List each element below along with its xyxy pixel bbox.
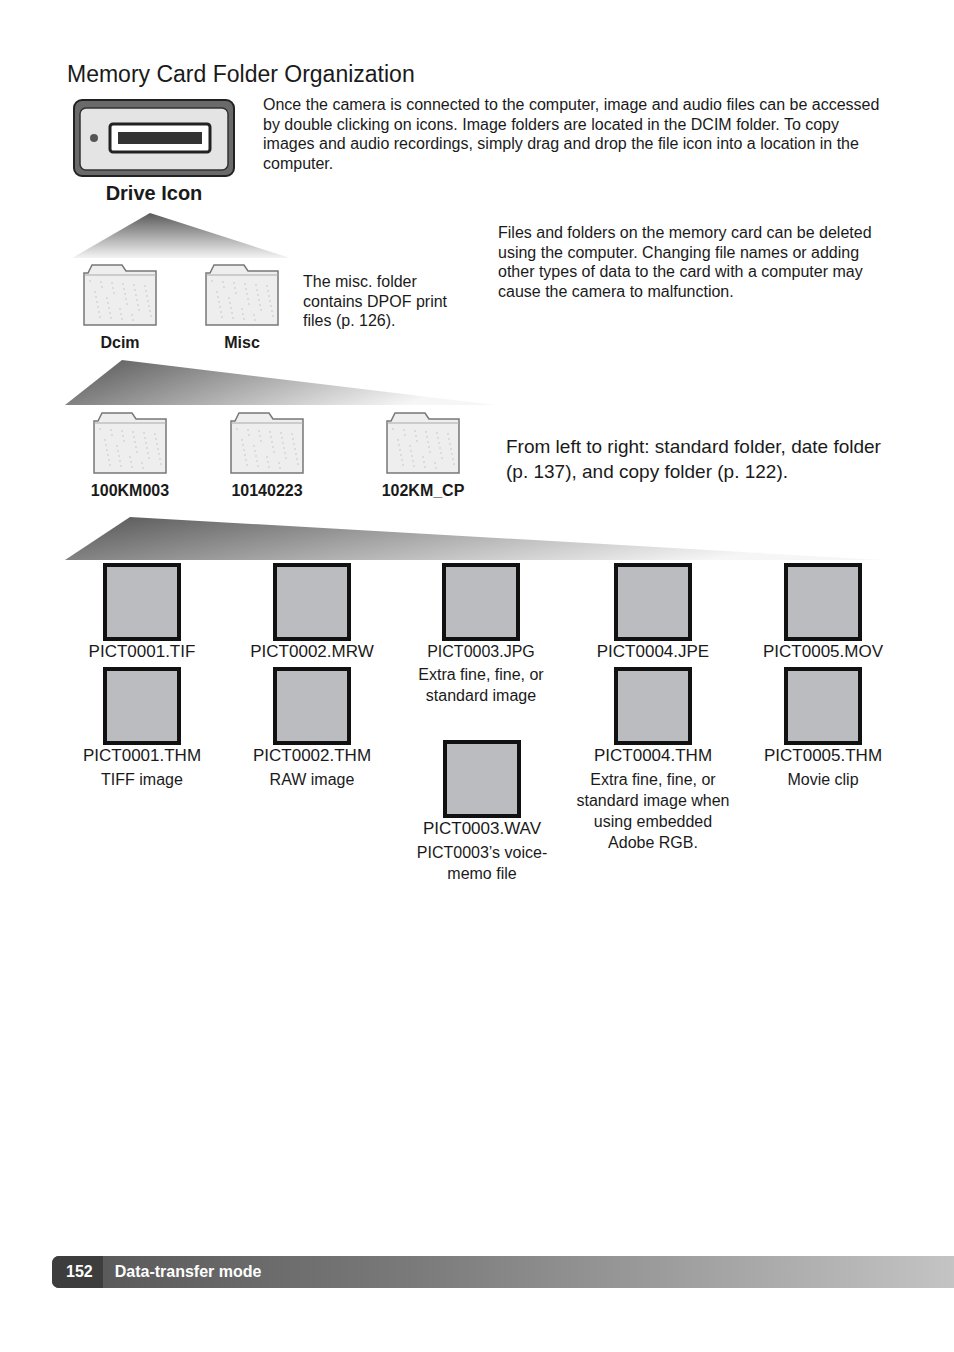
folder-icon [92,411,168,475]
drive-node: Drive Icon [59,98,249,205]
folder-node: Misc [187,263,297,352]
page-number: 152 [52,1256,103,1288]
file-name: PICT0001.THM [62,746,222,766]
thumb-node: PICT0001.THM TIFF image [62,667,222,790]
thumb-node: PICT0003.WAV PICT0003’s voice-memo file [402,740,562,884]
thumb-node: PICT0004.THM Extra fine, fine, or standar… [571,667,736,853]
file-thumbnail [273,667,351,745]
folder-node: Dcim [65,263,175,352]
file-description: RAW image [232,769,392,790]
file-thumbnail [443,740,521,818]
folder-icon [385,411,461,475]
file-name: PICT0004.THM [571,746,736,766]
file-description: Extra fine, fine, or standard image [401,664,561,706]
file-description: TIFF image [62,769,222,790]
file-thumbnail [614,563,692,641]
file-name: PICT0003.WAV [402,819,562,839]
folder-name: Misc [187,333,297,352]
file-thumbnail [614,667,692,745]
section-name: Data-transfer mode [103,1256,262,1288]
file-name: PICT0005.THM [743,746,903,766]
file-name: PICT0002.THM [232,746,392,766]
folder-node: 10140223 [207,411,327,500]
expand-wedge [65,517,882,560]
folder-name: Dcim [65,333,175,352]
folder-icon [82,263,158,327]
thumb-node: PICT0001.TIF [62,563,222,662]
note-text: The misc. folder contains DPOF print fil… [303,272,475,331]
file-name: PICT0001.TIF [62,642,222,662]
file-name: PICT0005.MOV [743,642,903,662]
thumb-node: PICT0003.JPG Extra fine, fine, or standar… [401,563,561,706]
thumb-node: PICT0002.THM RAW image [232,667,392,790]
file-description: Extra fine, fine, or standard image when… [571,769,736,853]
file-name: PICT0002.MRW [232,642,392,662]
note-text: Once the camera is connected to the comp… [263,95,883,173]
file-thumbnail [784,563,862,641]
file-name: PICT0003.JPG [401,642,561,661]
folder-name: 100KM003 [70,481,190,500]
expand-wedge [72,213,290,258]
file-thumbnail [442,563,520,641]
thumb-node: PICT0002.MRW [232,563,392,662]
expand-wedge [65,360,495,405]
thumb-node: PICT0004.JPE [573,563,733,662]
folder-name: 102KM_CP [363,481,483,500]
folder-name: 10140223 [207,481,327,500]
file-thumbnail [273,563,351,641]
drive-icon [72,98,236,178]
file-description: Movie clip [743,769,903,790]
file-thumbnail [103,563,181,641]
thumb-node: PICT0005.THM Movie clip [743,667,903,790]
folder-node: 100KM003 [70,411,190,500]
file-name: PICT0004.JPE [573,642,733,662]
file-thumbnail [784,667,862,745]
folder-name: Drive Icon [59,181,249,205]
folder-icon [204,263,280,327]
folder-node: 102KM_CP [363,411,483,500]
folder-icon [229,411,305,475]
note-text: Files and folders on the memory card can… [498,223,890,301]
page-title: Memory Card Folder Organization [67,61,415,88]
file-description: PICT0003’s voice-memo file [402,842,562,884]
note-text: From left to right: standard folder, dat… [506,434,906,484]
thumb-node: PICT0005.MOV [743,563,903,662]
footer-node: 152Data-transfer mode [52,1256,954,1288]
file-thumbnail [103,667,181,745]
